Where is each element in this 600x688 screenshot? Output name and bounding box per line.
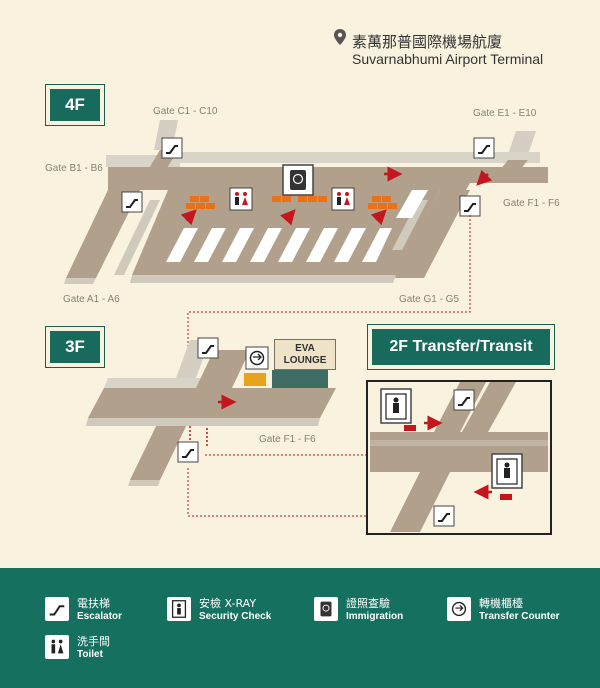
floor-badge-transfer: 2F Transfer/Transit <box>367 324 555 370</box>
legend-label-en: Transfer Counter <box>479 611 560 622</box>
legend-label-cn: 電扶梯 <box>77 597 110 610</box>
floor-label-transfer: 2F Transfer/Transit <box>372 329 550 365</box>
legend-label-en: Immigration <box>346 611 404 622</box>
gate-label-a: Gate A1 - A6 <box>63 294 120 305</box>
terminal-title-cn: 素萬那普國際機場航廈 <box>352 33 503 51</box>
toilet-icon <box>45 635 69 659</box>
floor-2f-transfer-plan <box>366 380 552 535</box>
gate-label-f-3f: Gate F1 - F6 <box>259 434 316 445</box>
escalator-icon <box>161 137 183 159</box>
legend-label-en: Escalator <box>77 611 123 622</box>
escalator-icon <box>433 505 455 527</box>
floor-badge-3f: 3F <box>45 326 105 368</box>
toilet-icon <box>229 187 253 211</box>
escalator-icon <box>453 389 475 411</box>
floor-4f-plan: Gate C1 - C10 Gate E1 - E10 Gate B1 - B6… <box>45 106 560 305</box>
floor-badge-4f: 4F <box>45 84 105 126</box>
legend-label-cn: 洗手間 <box>77 635 110 648</box>
gate-label-b: Gate B1 - B6 <box>45 163 103 174</box>
legend-label-en: Security Check <box>199 611 272 622</box>
floor-label-3f: 3F <box>50 331 100 363</box>
xray-security-icon <box>167 597 191 621</box>
legend-label-cn: 證照查驗 <box>346 597 390 610</box>
immigration-passport-icon <box>314 597 338 621</box>
terminal-title-en: Suvarnabhumi Airport Terminal <box>352 51 544 67</box>
toilet-icon <box>331 187 355 211</box>
escalator-icon <box>121 191 143 213</box>
escalator-icon <box>473 137 495 159</box>
escalator-icon <box>45 597 69 621</box>
escalator-icon <box>197 337 219 359</box>
xray-security-icon <box>380 388 412 424</box>
floor-3f-plan: Gate F1 - F6 <box>86 337 336 486</box>
gate-label-c: Gate C1 - C10 <box>153 106 218 117</box>
legend-label-en: Toilet <box>77 649 103 660</box>
xray-security-icon <box>491 453 523 489</box>
legend-label-cn: 轉機櫃檯 <box>479 597 523 610</box>
gate-label-f-4f: Gate F1 - F6 <box>503 198 560 209</box>
eva-lounge-line2: LOUNGE <box>283 355 327 366</box>
transfer-counter-icon <box>447 597 471 621</box>
floor-label-4f: 4F <box>50 89 100 121</box>
escalator-icon <box>459 195 481 217</box>
gate-label-e: Gate E1 - E10 <box>473 108 537 119</box>
gate-label-g: Gate G1 - G5 <box>399 294 459 305</box>
legend-label-cn: 安檢 X-RAY <box>199 597 257 610</box>
transfer-counter-icon <box>245 346 269 370</box>
terminal-map: Gate C1 - C10 Gate E1 - E10 Gate B1 - B6… <box>45 29 560 535</box>
escalator-icon <box>177 441 199 463</box>
eva-lounge-sign: EVA LOUNGE <box>274 339 336 370</box>
location-pin-icon <box>334 29 346 45</box>
eva-lounge-line1: EVA <box>295 343 315 354</box>
immigration-passport-icon <box>282 164 314 196</box>
